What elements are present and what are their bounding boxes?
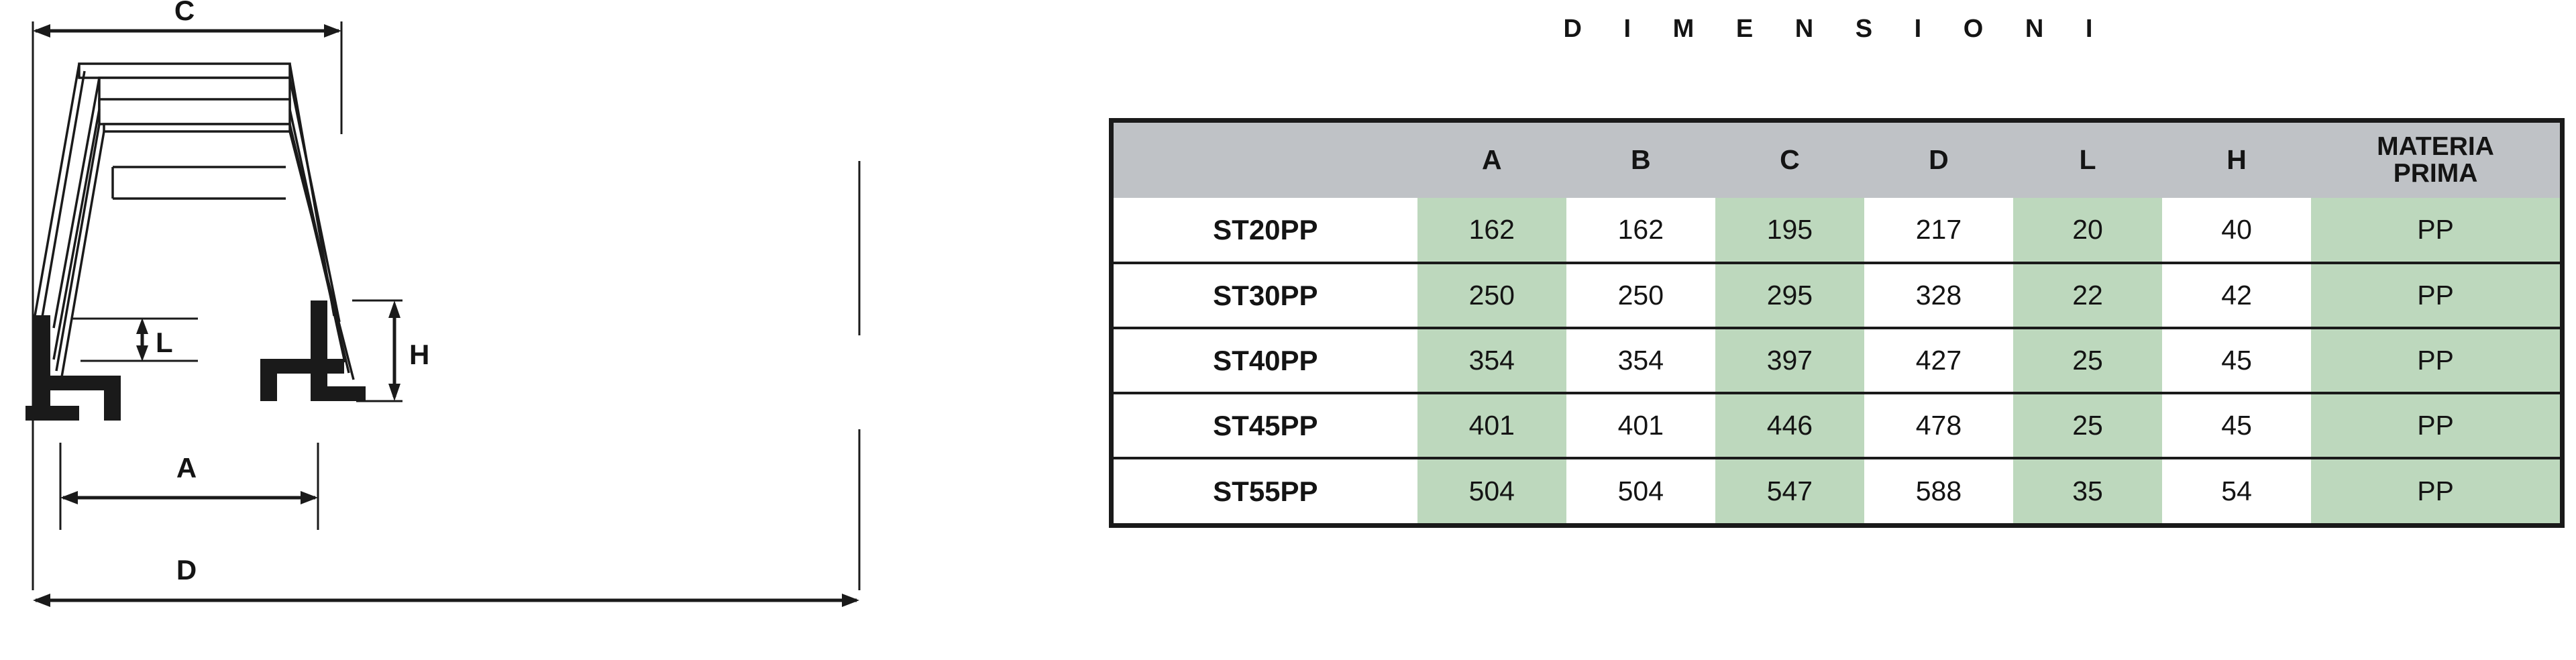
cell-a: 504 bbox=[1417, 457, 1566, 523]
cell-b: 250 bbox=[1566, 262, 1715, 328]
technical-drawing-panel: C bbox=[0, 0, 1087, 660]
cell-a: 250 bbox=[1417, 262, 1566, 328]
cell-d: 217 bbox=[1864, 198, 2013, 263]
cell-d: 478 bbox=[1864, 392, 2013, 458]
table-header-row: A B C D L H MATERIA PRIMA bbox=[1114, 123, 2560, 198]
table-row: ST40PP 354 354 397 427 25 45 PP bbox=[1114, 327, 2560, 393]
materia-line-2: PRIMA bbox=[2393, 159, 2478, 188]
cell-h: 54 bbox=[2162, 457, 2312, 523]
cell-h: 40 bbox=[2162, 198, 2312, 263]
cell-b: 504 bbox=[1566, 457, 1715, 523]
cell-material: PP bbox=[2311, 457, 2560, 523]
cell-l: 25 bbox=[2013, 392, 2163, 458]
witness-lines bbox=[32, 21, 861, 590]
materia-line-1: MATERIA bbox=[2377, 132, 2494, 162]
cell-material: PP bbox=[2311, 198, 2560, 263]
cell-b: 354 bbox=[1566, 327, 1715, 393]
cell-c: 295 bbox=[1715, 262, 1864, 328]
header-col-d: D bbox=[1864, 123, 2013, 198]
header-col-b: B bbox=[1566, 123, 1715, 198]
cell-l: 22 bbox=[2013, 262, 2163, 328]
cell-c: 547 bbox=[1715, 457, 1864, 523]
cell-d: 588 bbox=[1864, 457, 2013, 523]
cell-l: 35 bbox=[2013, 457, 2163, 523]
cell-h: 45 bbox=[2162, 327, 2312, 393]
dimensions-table-container: A B C D L H MATERIA PRIMA ST20PP bbox=[1109, 118, 2565, 528]
cell-d: 427 bbox=[1864, 327, 2013, 393]
cell-model: ST55PP bbox=[1114, 457, 1417, 523]
dim-label-d: D bbox=[176, 554, 197, 586]
dimension-h: H bbox=[388, 300, 429, 401]
table-row: ST45PP 401 401 446 478 25 45 PP bbox=[1114, 392, 2560, 458]
dimension-c: C bbox=[33, 0, 341, 38]
tray-left-wall bbox=[34, 63, 105, 378]
cell-model: ST45PP bbox=[1114, 392, 1417, 458]
cell-c: 195 bbox=[1715, 198, 1864, 263]
table-row: ST30PP 250 250 295 328 22 42 PP bbox=[1114, 262, 2560, 328]
cell-model: ST30PP bbox=[1114, 262, 1417, 328]
dim-label-l: L bbox=[156, 327, 173, 358]
cell-b: 162 bbox=[1566, 198, 1715, 263]
cell-c: 397 bbox=[1715, 327, 1864, 393]
dim-label-h: H bbox=[409, 339, 429, 370]
cell-l: 20 bbox=[2013, 198, 2163, 263]
dim-label-c: C bbox=[174, 0, 195, 26]
cell-model: ST20PP bbox=[1114, 198, 1417, 263]
dimension-l: L bbox=[136, 318, 173, 362]
header-model-blank bbox=[1114, 123, 1417, 198]
tray-inner-shelf bbox=[111, 166, 286, 200]
right-foot bbox=[260, 300, 366, 401]
cell-model: ST40PP bbox=[1114, 327, 1417, 393]
header-col-h: H bbox=[2162, 123, 2312, 198]
cell-a: 354 bbox=[1417, 327, 1566, 393]
cell-a: 162 bbox=[1417, 198, 1566, 263]
header-col-a: A bbox=[1417, 123, 1566, 198]
dimension-a: A bbox=[60, 452, 318, 504]
table-body: ST20PP 162 162 195 217 20 40 PP ST30PP 2… bbox=[1114, 198, 2560, 523]
cell-a: 401 bbox=[1417, 392, 1566, 458]
cell-d: 328 bbox=[1864, 262, 2013, 328]
cell-l: 25 bbox=[2013, 327, 2163, 393]
cell-h: 45 bbox=[2162, 392, 2312, 458]
cell-material: PP bbox=[2311, 262, 2560, 328]
dimensions-table: A B C D L H MATERIA PRIMA ST20PP bbox=[1114, 123, 2560, 523]
table-title: D I M E N S I O N I bbox=[1563, 15, 2110, 43]
header-col-c: C bbox=[1715, 123, 1864, 198]
left-foot bbox=[25, 315, 121, 421]
header-col-materia-prima: MATERIA PRIMA bbox=[2311, 123, 2560, 198]
header-col-l: L bbox=[2013, 123, 2163, 198]
table-row: ST20PP 162 162 195 217 20 40 PP bbox=[1114, 198, 2560, 263]
cell-c: 446 bbox=[1715, 392, 1864, 458]
tray-profile-drawing: C bbox=[25, 0, 861, 607]
dimension-d: D bbox=[33, 554, 859, 607]
dim-label-a: A bbox=[176, 452, 197, 484]
tray-right-wall bbox=[288, 63, 355, 380]
cell-material: PP bbox=[2311, 327, 2560, 393]
table-row: ST55PP 504 504 547 588 35 54 PP bbox=[1114, 457, 2560, 523]
cell-material: PP bbox=[2311, 392, 2560, 458]
dimensions-table-panel: D I M E N S I O N I A B C D L bbox=[1109, 0, 2565, 660]
cell-h: 42 bbox=[2162, 262, 2312, 328]
tray-body bbox=[78, 62, 291, 133]
cell-b: 401 bbox=[1566, 392, 1715, 458]
